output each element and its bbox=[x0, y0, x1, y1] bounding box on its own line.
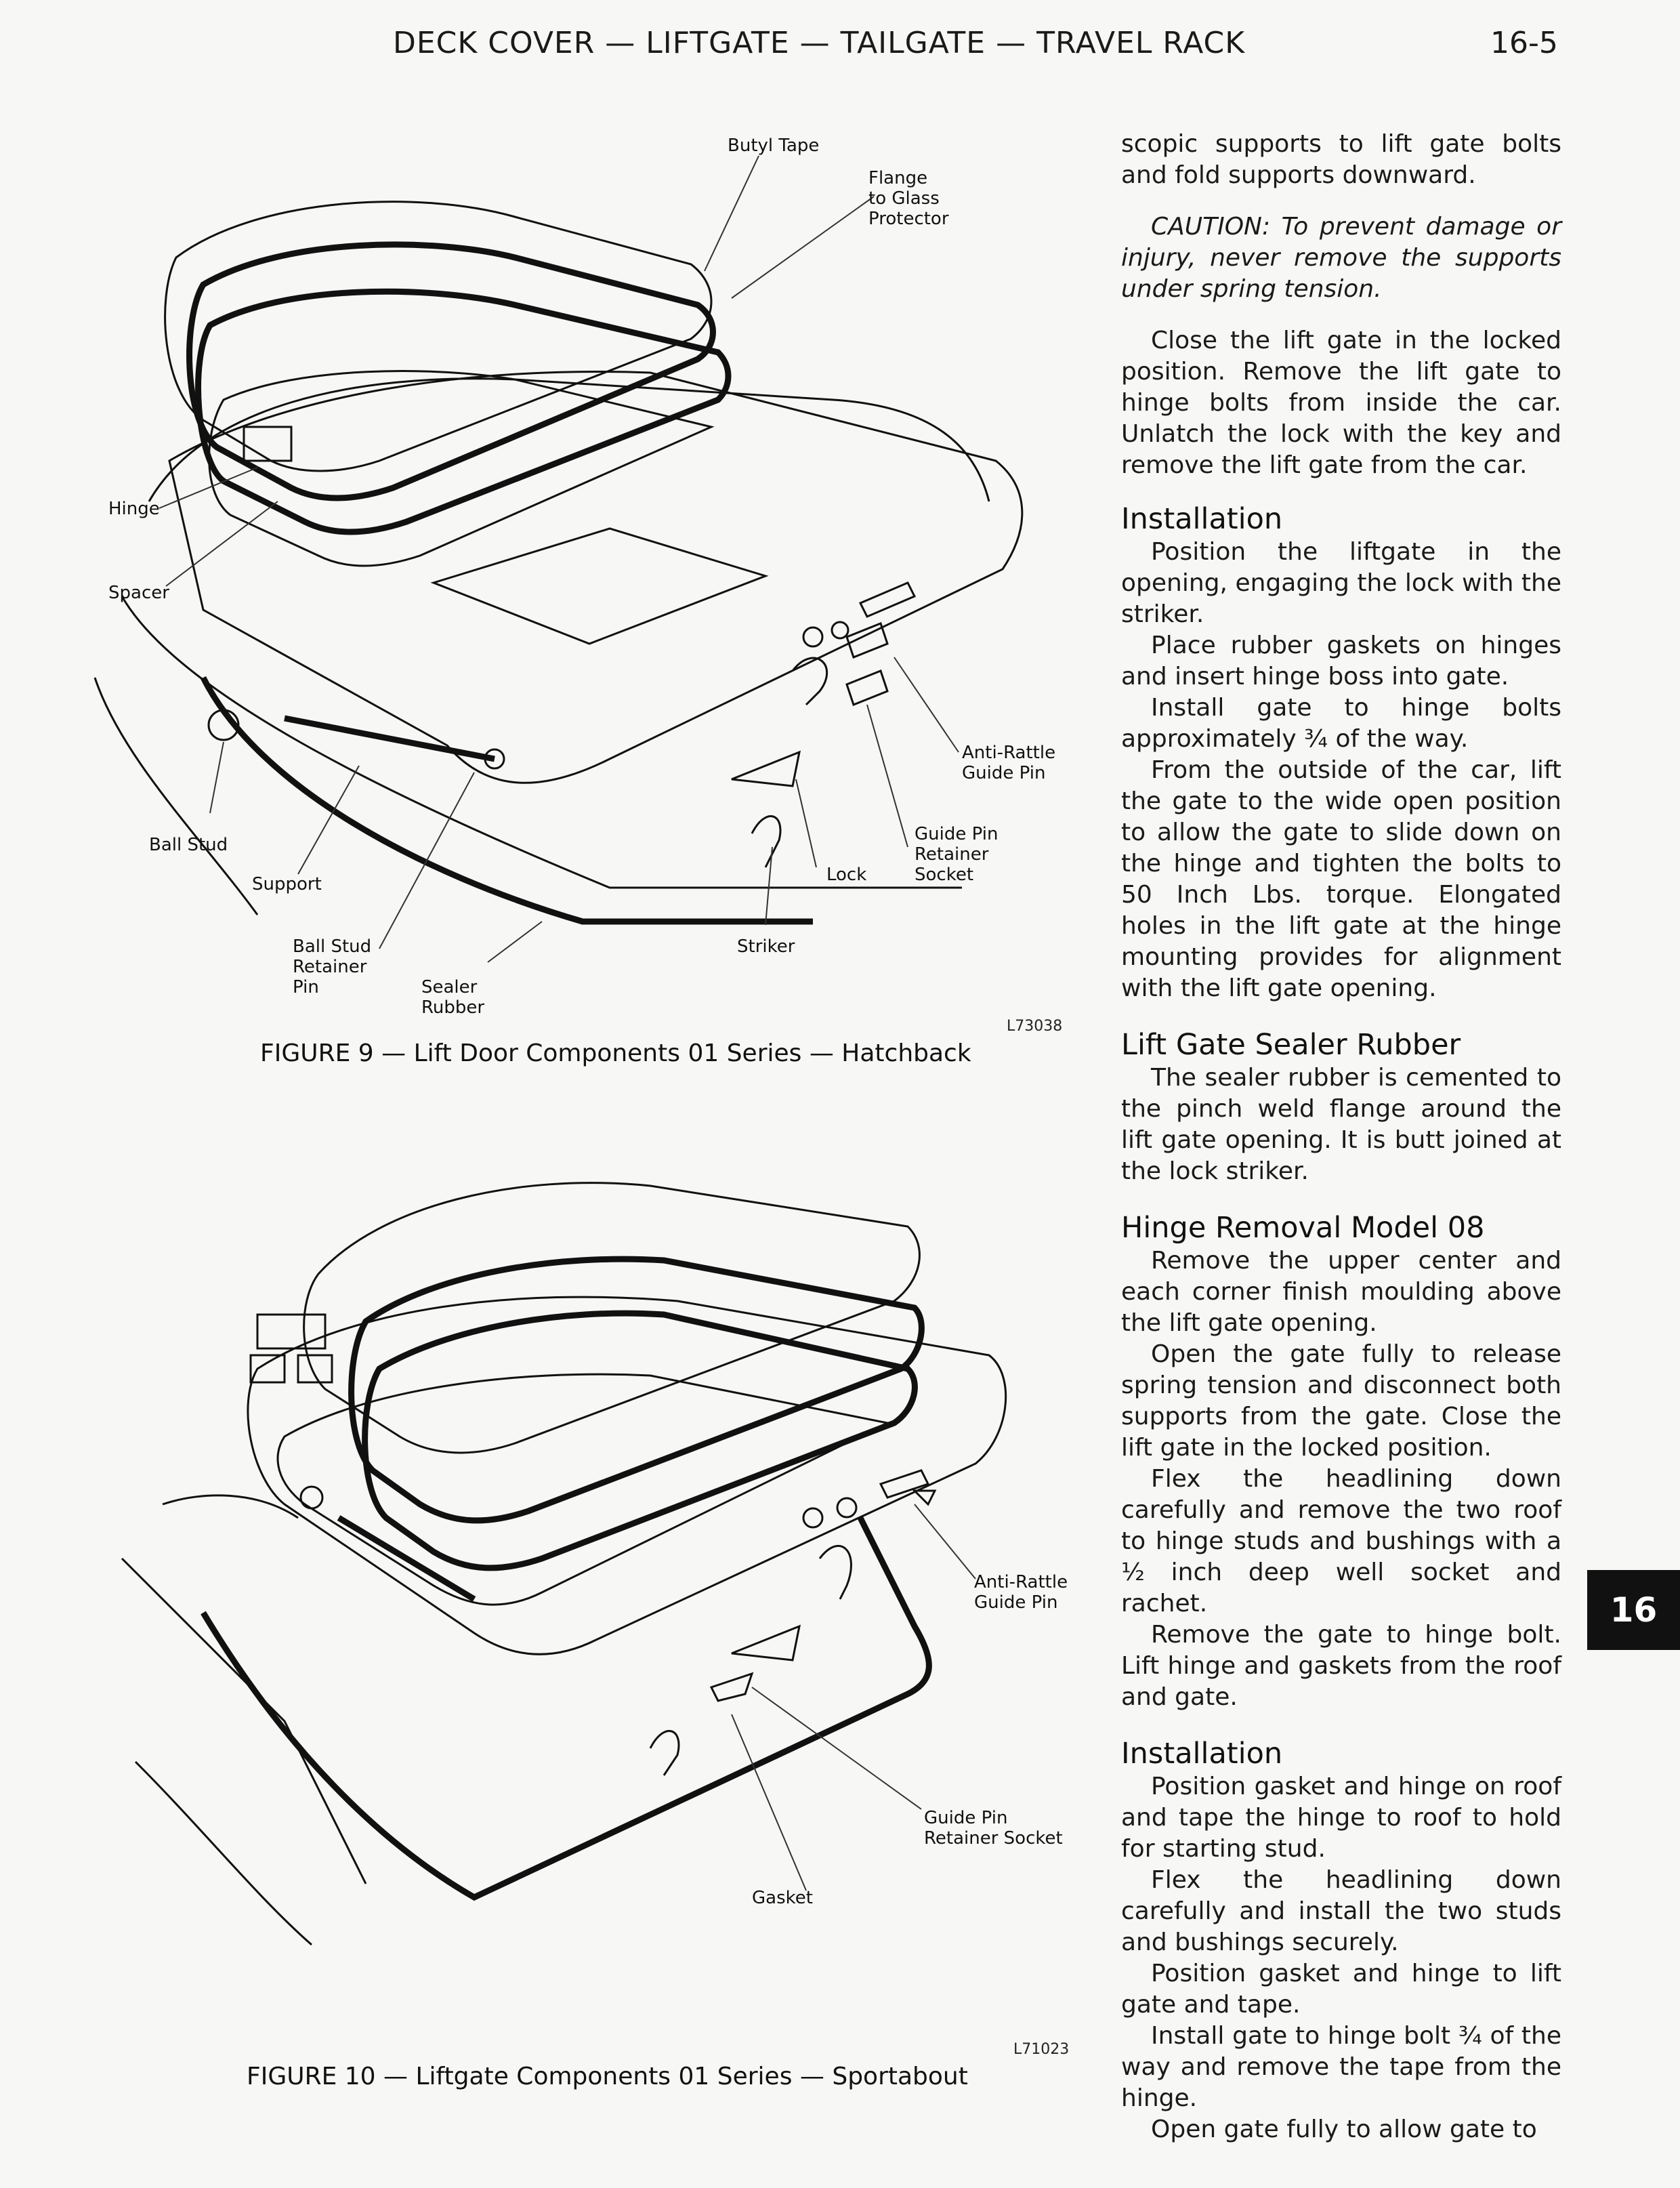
installation-step-3: Install gate to hinge bolts approximatel… bbox=[1121, 694, 1561, 753]
hinge-removal-step-4: Remove the gate to hinge bolt. Lift hing… bbox=[1121, 1621, 1561, 1711]
callout-ball-stud: Ball Stud bbox=[149, 835, 228, 855]
figure-10-caption: FIGURE 10 — Liftgate Components 01 Serie… bbox=[247, 2063, 968, 2090]
figure-9-caption: FIGURE 9 — Lift Door Components 01 Serie… bbox=[260, 1039, 971, 1067]
callout-support: Support bbox=[252, 874, 322, 894]
installation-step-4: From the outside of the car, lift the ga… bbox=[1121, 756, 1561, 1002]
section-tab: 16 bbox=[1587, 1570, 1680, 1650]
installation2-step-4: Install gate to hinge bolt ¾ of the way … bbox=[1121, 2022, 1561, 2112]
hinge-removal-step-3: Flex the headlining down carefully and r… bbox=[1121, 1465, 1561, 1617]
figure-10-illustration bbox=[121, 1182, 1007, 1946]
installation-heading: Installation bbox=[1121, 502, 1283, 536]
installation2-step-3: Position gasket and hinge to lift gate a… bbox=[1121, 1960, 1561, 2019]
hinge-removal-step-1: Remove the upper center and each corner … bbox=[1121, 1247, 1561, 1337]
sealer-heading: Lift Gate Sealer Rubber bbox=[1121, 1028, 1461, 1062]
installation-heading-2: Installation bbox=[1121, 1737, 1283, 1771]
page-number: 16-5 bbox=[1490, 26, 1558, 60]
callout-striker: Striker bbox=[737, 936, 795, 957]
callout-lock: Lock bbox=[826, 865, 867, 885]
callout-ball-stud-retainer-pin: Ball Stud Retainer Pin bbox=[293, 936, 372, 997]
intro-paragraph: scopic supports to lift gate bolts and f… bbox=[1121, 130, 1561, 189]
hinge-removal-step-2: Open the gate fully to release spring te… bbox=[1121, 1340, 1561, 1462]
callout-hinge: Hinge bbox=[108, 499, 160, 519]
callout-gasket: Gasket bbox=[752, 1888, 813, 1908]
installation2-step-1: Position gasket and hinge on roof and ta… bbox=[1121, 1773, 1561, 1863]
installation2-step-5: Open gate fully to allow gate to bbox=[1151, 2115, 1537, 2143]
callout-guide-pin-retainer-socket: Guide Pin Retainer Socket bbox=[915, 824, 999, 885]
callout-anti-rattle-guide-pin: Anti-Rattle Guide Pin bbox=[962, 743, 1056, 783]
callout-anti-rattle-guide-pin-2: Anti-Rattle Guide Pin bbox=[974, 1572, 1068, 1613]
close-paragraph: Close the lift gate in the locked positi… bbox=[1121, 327, 1561, 479]
caution-paragraph: CAUTION: To prevent damage or injury, ne… bbox=[1121, 213, 1561, 303]
installation-step-1: Position the liftgate in the opening, en… bbox=[1121, 538, 1561, 628]
callout-guide-pin-retainer-socket-2: Guide Pin Retainer Socket bbox=[924, 1808, 1063, 1849]
callout-flange-to-glass-protector: Flange to Glass Protector bbox=[868, 168, 949, 229]
figure-10-id: L71023 bbox=[1013, 2041, 1070, 2058]
figure-9-id: L73038 bbox=[1007, 1018, 1063, 1035]
figure-9-illustration bbox=[93, 155, 1024, 963]
sealer-paragraph: The sealer rubber is cemented to the pin… bbox=[1121, 1064, 1561, 1185]
callout-spacer: Spacer bbox=[108, 583, 169, 603]
callout-sealer-rubber: Sealer Rubber bbox=[421, 977, 485, 1018]
hinge-removal-heading: Hinge Removal Model 08 bbox=[1121, 1211, 1485, 1245]
installation-step-2: Place rubber gaskets on hinges and inser… bbox=[1121, 632, 1561, 690]
running-header-title: DECK COVER — LIFTGATE — TAILGATE — TRAVE… bbox=[393, 26, 1246, 60]
installation2-step-2: Flex the headlining down carefully and i… bbox=[1121, 1866, 1561, 1956]
callout-butyl-tape: Butyl Tape bbox=[728, 136, 820, 156]
text-column: scopic supports to lift gate bolts and f… bbox=[1121, 129, 1561, 2145]
